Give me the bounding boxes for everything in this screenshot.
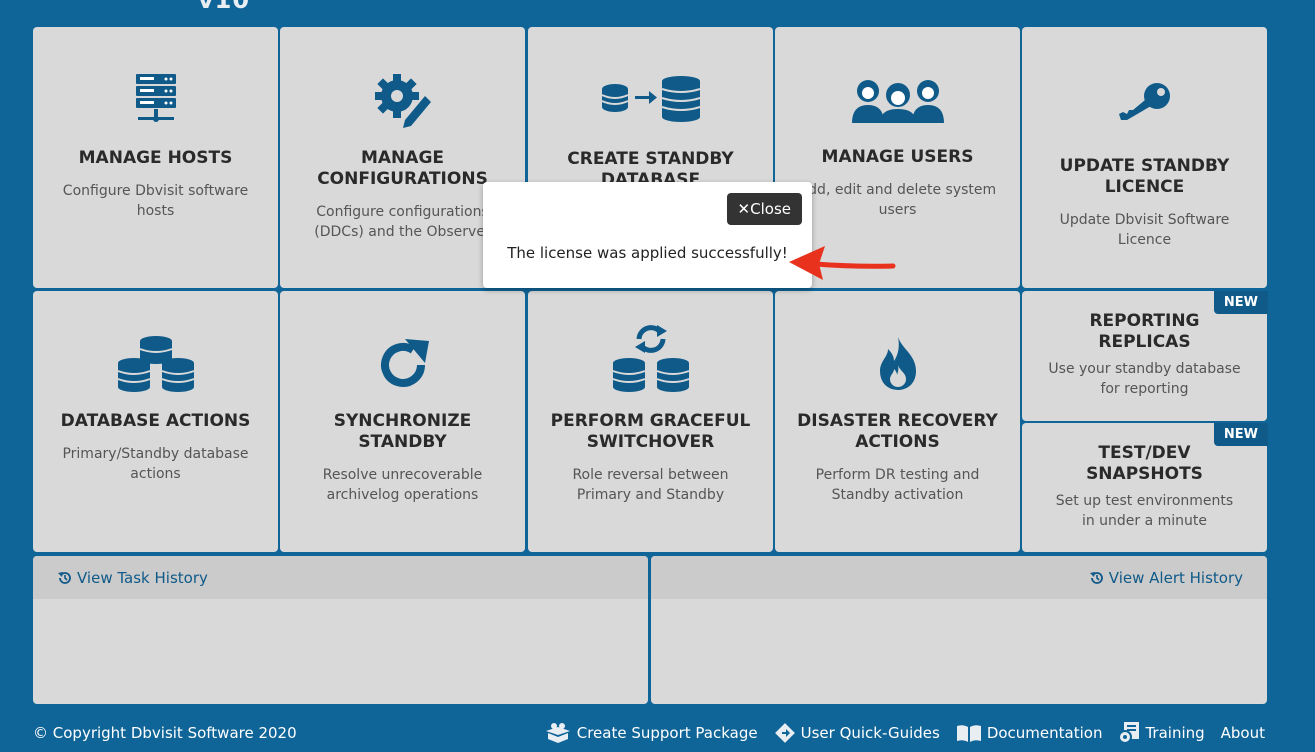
tile-title: DISASTER RECOVERY ACTIONS [797, 411, 998, 452]
tile-title: SYNCHRONIZE STANDBY [333, 411, 472, 452]
view-task-history-link[interactable]: View Task History [57, 569, 208, 587]
tile-description: Configure configurations (DDCs) and the … [314, 204, 491, 240]
red-arrow-annotation [789, 246, 896, 280]
key-icon [1118, 83, 1170, 120]
database-actions-tile[interactable]: DATABASE ACTIONS Primary/Standby databas… [33, 291, 278, 552]
alert-history-header: View Alert History [651, 556, 1267, 599]
switch-databases-icon [612, 325, 689, 392]
gear-pencil-icon [374, 74, 431, 128]
book-icon [956, 725, 981, 742]
create-support-package-link[interactable]: Create Support Package [544, 723, 758, 743]
users-icon [851, 80, 944, 123]
support-box-icon [545, 723, 570, 743]
refresh-icon [380, 339, 429, 387]
training-label: Training [1145, 724, 1205, 742]
perform-graceful-switchover-tile[interactable]: PERFORM GRACEFUL SWITCHOVER Role reversa… [528, 291, 773, 552]
new-badge: NEW [1213, 423, 1268, 446]
tile-description: Role reversal between Primary and Standb… [572, 467, 729, 503]
training-link[interactable]: Training [1118, 721, 1205, 745]
synchronize-standby-tile[interactable]: SYNCHRONIZE STANDBY Resolve unrecoverabl… [280, 291, 525, 552]
tile-title: DATABASE ACTIONS [60, 411, 251, 431]
documentation-link[interactable]: Documentation [956, 723, 1103, 743]
create-support-package-label: Create Support Package [576, 724, 758, 742]
success-message: The license was applied successfully! [507, 244, 788, 262]
user-quick-guides-link[interactable]: User Quick-Guides [774, 722, 940, 744]
documentation-label: Documentation [986, 724, 1103, 742]
diamond-arrow-icon [774, 723, 795, 743]
server-icon [135, 74, 176, 122]
about-link[interactable]: About [1221, 724, 1265, 742]
task-history-header: View Task History [33, 556, 648, 599]
tile-description: Set up test environments in under a minu… [1055, 493, 1234, 529]
user-quick-guides-label: User Quick-Guides [800, 724, 940, 742]
database-arrow-icon [601, 76, 700, 122]
close-button[interactable]: ✕Close [726, 193, 802, 225]
tile-description: Use your standby database for reporting [1048, 361, 1241, 397]
tile-description: Resolve unrecoverable archivelog operati… [322, 467, 483, 503]
view-alert-history-link[interactable]: View Alert History [1089, 569, 1243, 587]
tile-title: MANAGE CONFIGURATIONS [317, 148, 488, 189]
tile-title: UPDATE STANDBY LICENCE [1059, 156, 1230, 197]
about-label: About [1220, 724, 1265, 742]
test-dev-snapshots-tile[interactable]: NEW TEST/DEV SNAPSHOTS Set up test envir… [1022, 423, 1268, 552]
tile-description: Configure Dbvisit software hosts [62, 183, 249, 219]
tile-description: Primary/Standby database actions [62, 446, 249, 482]
update-standby-licence-tile[interactable]: UPDATE STANDBY LICENCE Update Dbvisit So… [1022, 27, 1267, 288]
view-task-history-label: View Task History [77, 568, 208, 587]
disaster-recovery-actions-tile[interactable]: DISASTER RECOVERY ACTIONS Perform DR tes… [775, 291, 1020, 552]
reporting-replicas-tile[interactable]: NEW REPORTING REPLICAS Use your standby … [1022, 291, 1268, 421]
tile-description: Perform DR testing and Standby activatio… [815, 467, 980, 503]
fire-icon [879, 337, 916, 390]
footer: © Copyright Dbvisit Software 2020 Create… [33, 718, 1265, 748]
tile-description: Update Dbvisit Software Licence [1059, 212, 1230, 248]
tile-title: REPORTING REPLICAS [1089, 311, 1200, 352]
manage-users-tile[interactable]: MANAGE USERS Add, edit and delete system… [775, 27, 1020, 288]
tile-title: MANAGE HOSTS [78, 148, 233, 168]
databases-icon [117, 336, 194, 392]
tile-title: TEST/DEV SNAPSHOTS [1086, 443, 1203, 484]
tile-title: PERFORM GRACEFUL SWITCHOVER [550, 411, 751, 452]
task-history-panel: View Task History [33, 556, 648, 704]
training-icon [1118, 722, 1140, 744]
license-success-dialog: ✕Close The license was applied successfu… [483, 182, 812, 288]
alert-history-panel: View Alert History [651, 556, 1267, 704]
history-icon [58, 571, 71, 584]
manage-hosts-tile[interactable]: MANAGE HOSTS Configure Dbvisit software … [33, 27, 278, 288]
close-icon: ✕ [737, 200, 751, 218]
view-alert-history-label: View Alert History [1108, 568, 1243, 587]
manage-configurations-tile[interactable]: MANAGE CONFIGURATIONS Configure configur… [280, 27, 525, 288]
new-badge: NEW [1213, 291, 1268, 314]
footer-links: Create Support Package User Quick-Guides… [544, 721, 1265, 745]
close-button-label: Close [750, 200, 791, 218]
copyright-text: © Copyright Dbvisit Software 2020 [33, 724, 297, 742]
tile-title: MANAGE USERS [821, 147, 974, 167]
history-icon [1089, 571, 1103, 584]
version-label: v10 [198, 0, 251, 14]
tile-description: Add, edit and delete system users [798, 182, 997, 218]
